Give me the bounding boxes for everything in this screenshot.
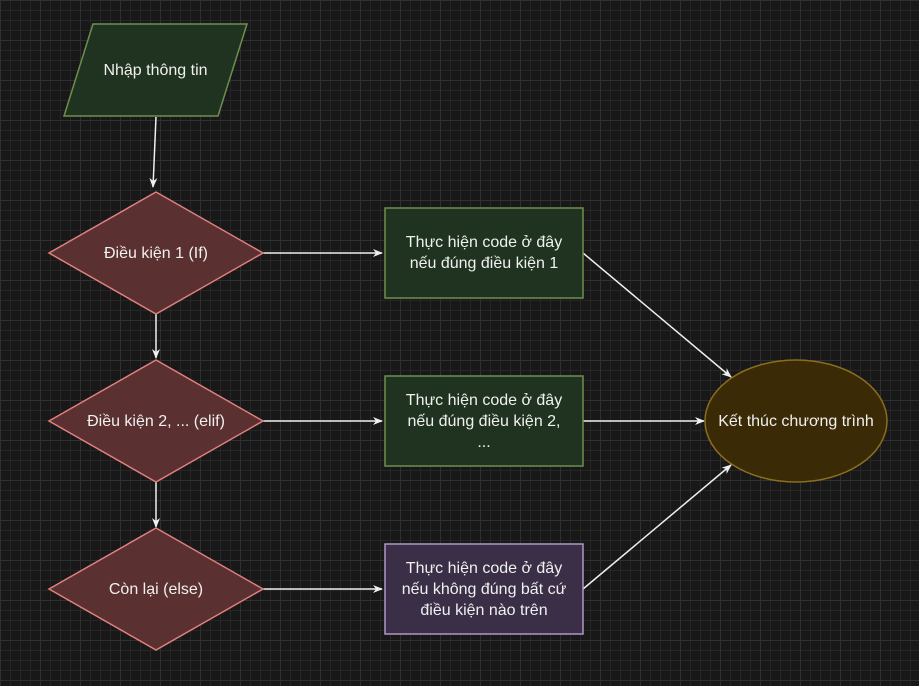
action-3-label: Thực hiện code ở đây nếu không đúng bất … [401, 559, 567, 619]
action-3-box[interactable] [384, 543, 584, 635]
decision-3-diamond[interactable] [47, 527, 265, 651]
decision-3-label: Còn lại (else) [108, 580, 204, 598]
action-2-label: Thực hiện code ở đây nếu đúng điều kiện … [405, 391, 563, 451]
edge-input-to-decision-1 [149, 116, 158, 188]
end-ellipse[interactable] [704, 359, 888, 483]
action-1-box[interactable] [384, 207, 584, 299]
end-label: Kết thúc chương trình [718, 412, 874, 430]
input-label: Nhập thông tin [103, 61, 208, 79]
edge-action-3-to-end [582, 464, 732, 590]
decision-2-diamond[interactable] [47, 359, 265, 483]
decision-2-label: Điều kiện 2, ... (elif) [87, 412, 225, 430]
decision-1-diamond[interactable] [47, 191, 265, 315]
input-parallelogram[interactable] [62, 23, 249, 117]
decision-1-label: Điều kiện 1 (If) [103, 244, 209, 262]
edge-action-1-to-end [582, 252, 732, 378]
action-1-label: Thực hiện code ở đây nếu đúng điều kiện … [405, 234, 563, 272]
action-2-box[interactable] [384, 375, 584, 467]
